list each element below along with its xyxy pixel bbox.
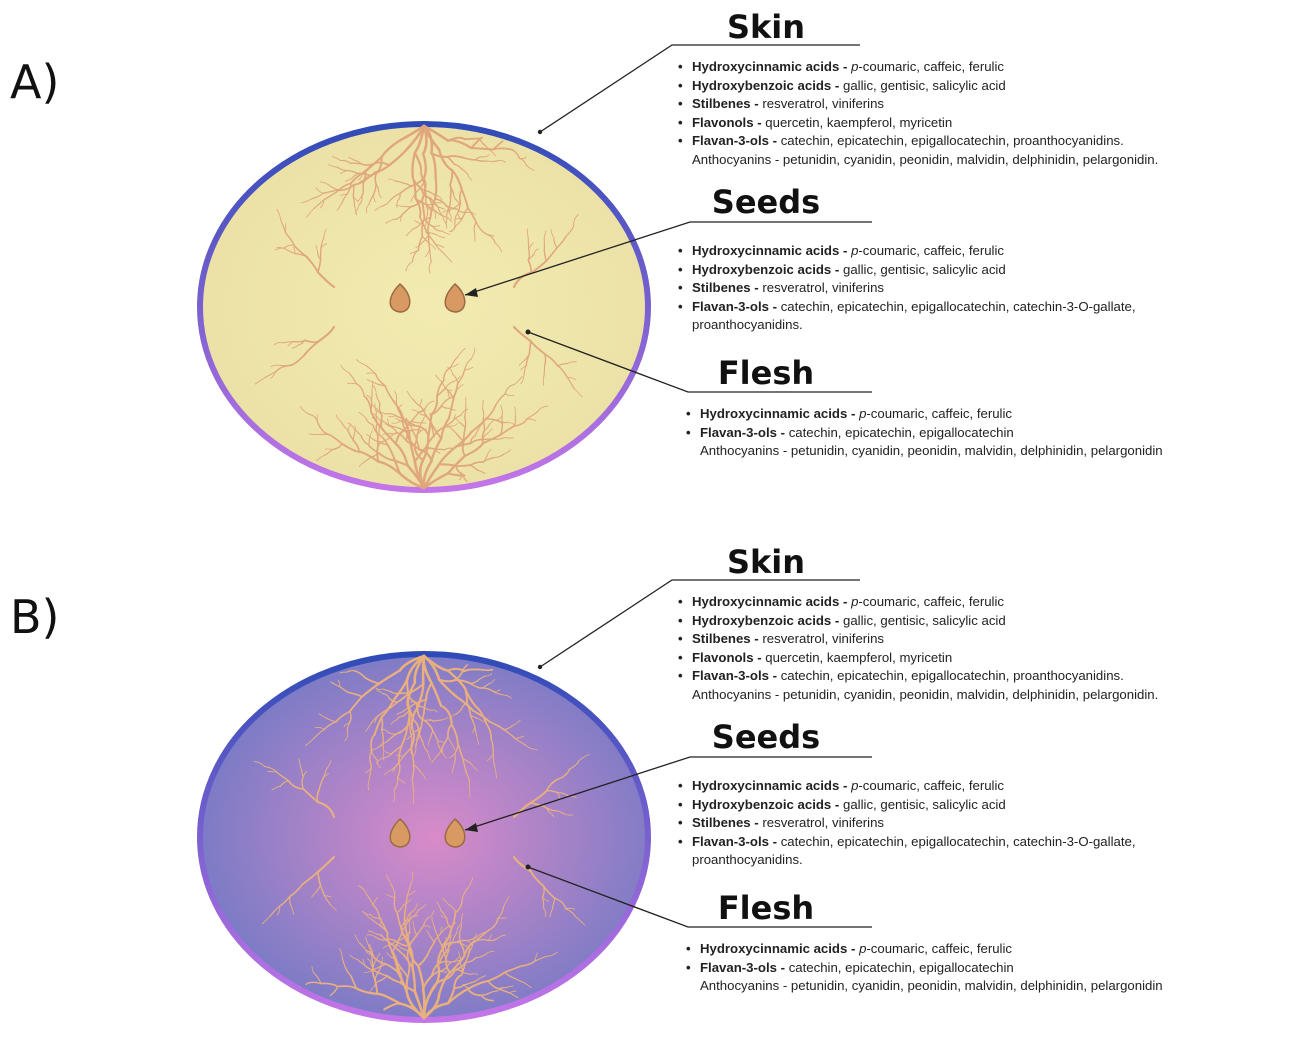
list-item: Hydroxycinnamic acids - p-coumaric, caff… <box>684 405 1163 424</box>
list-item-extra: Anthocyanins - petunidin, cyanidin, peon… <box>684 442 1163 461</box>
skin-heading: Skin <box>676 8 856 46</box>
list-item: Hydroxycinnamic acids - p-coumaric, caff… <box>676 777 1136 796</box>
vein <box>544 366 545 376</box>
list-item: Flavonols - quercetin, kaempferol, myric… <box>676 114 1158 133</box>
list-item-extra: Anthocyanins - petunidin, cyanidin, peon… <box>676 686 1158 705</box>
list-item: Flavan-3-ols - catechin, epicatechin, ep… <box>676 667 1158 686</box>
list-item: Flavan-3-ols - catechin, epicatechin, ep… <box>684 424 1163 443</box>
list-item: Hydroxycinnamic acids - p-coumaric, caff… <box>676 58 1158 77</box>
seeds-compound-list: Hydroxycinnamic acids - p-coumaric, caff… <box>676 242 1136 335</box>
vein <box>479 670 492 671</box>
vein <box>321 248 322 260</box>
vein <box>502 414 503 424</box>
vein <box>405 910 406 927</box>
list-item: Stilbenes - resveratrol, viniferins <box>676 279 1136 298</box>
list-item: Hydroxybenzoic acids - gallic, gentisic,… <box>676 261 1136 280</box>
flesh-compound-list: Hydroxycinnamic acids - p-coumaric, caff… <box>684 940 1163 996</box>
skin-compound-list: Hydroxycinnamic acids - p-coumaric, caff… <box>676 58 1158 169</box>
list-item: Flavan-3-ols - catechin, epicatechin, ep… <box>676 833 1136 852</box>
panel-b: B) Skin Hydroxycinnamic acids - p-coumar… <box>0 535 1306 1055</box>
vein <box>377 434 378 447</box>
seeds-compound-list: Hydroxycinnamic acids - p-coumaric, caff… <box>676 777 1136 870</box>
vein <box>456 465 471 466</box>
vein <box>498 918 507 919</box>
list-item: Hydroxybenzoic acids - gallic, gentisic,… <box>676 77 1158 96</box>
vein <box>348 383 357 384</box>
list-item: Hydroxybenzoic acids - gallic, gentisic,… <box>676 612 1158 631</box>
vein <box>528 238 529 248</box>
list-item-extra: Anthocyanins - petunidin, cyanidin, peon… <box>676 151 1158 170</box>
skin-compound-list: Hydroxycinnamic acids - p-coumaric, caff… <box>676 593 1158 704</box>
list-item: Hydroxycinnamic acids - p-coumaric, caff… <box>676 593 1158 612</box>
list-item-extra: proanthocyanidins. <box>676 851 1136 870</box>
flesh-heading: Flesh <box>676 889 856 927</box>
list-item: Flavonols - quercetin, kaempferol, myric… <box>676 649 1158 668</box>
list-item: Hydroxycinnamic acids - p-coumaric, caff… <box>676 242 1136 261</box>
list-item: Hydroxybenzoic acids - gallic, gentisic,… <box>676 796 1136 815</box>
vein <box>381 415 382 428</box>
list-item: Flavan-3-ols - catechin, epicatechin, ep… <box>676 132 1158 151</box>
seeds-heading: Seeds <box>676 718 856 756</box>
skin-heading: Skin <box>676 543 856 581</box>
vein <box>371 400 372 411</box>
list-item: Stilbenes - resveratrol, viniferins <box>676 95 1158 114</box>
vein <box>382 717 383 730</box>
list-item: Stilbenes - resveratrol, viniferins <box>676 630 1158 649</box>
list-item: Stilbenes - resveratrol, viniferins <box>676 814 1136 833</box>
list-item: Hydroxycinnamic acids - p-coumaric, caff… <box>684 940 1163 959</box>
vein <box>372 390 373 400</box>
vein <box>465 139 480 140</box>
flesh-compound-list: Hydroxycinnamic acids - p-coumaric, caff… <box>684 405 1163 461</box>
list-item: Flavan-3-ols - catechin, epicatechin, ep… <box>684 959 1163 978</box>
list-item-extra: proanthocyanidins. <box>676 316 1136 335</box>
list-item-extra: Anthocyanins - petunidin, cyanidin, peon… <box>684 977 1163 996</box>
seeds-heading: Seeds <box>676 183 856 221</box>
panel-a: A) Skin Hydroxycinnamic acids - p-coumar… <box>0 0 1306 520</box>
list-item: Flavan-3-ols - catechin, epicatechin, ep… <box>676 298 1136 317</box>
flesh-heading: Flesh <box>676 354 856 392</box>
